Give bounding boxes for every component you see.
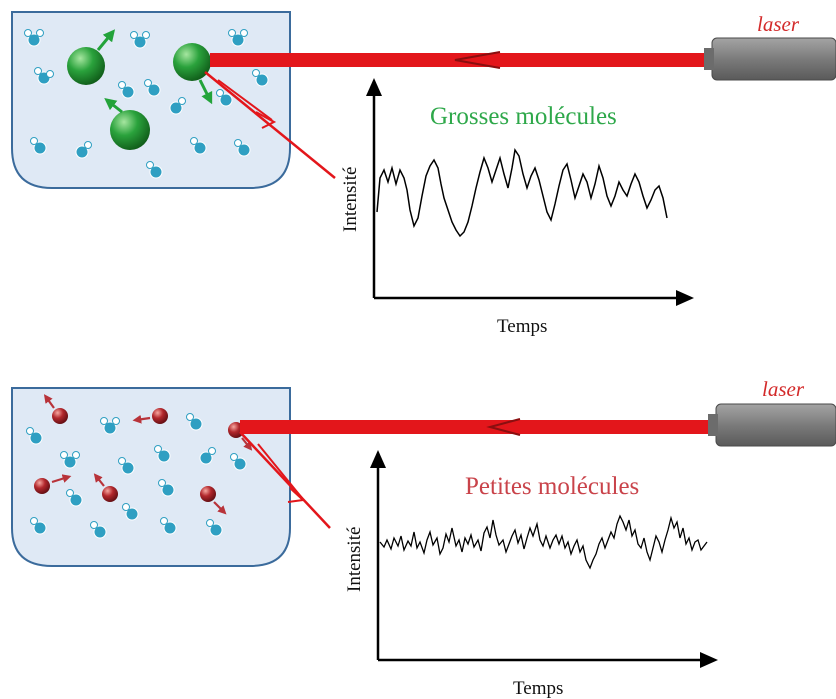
particle <box>34 478 50 494</box>
beam-direction-arrow <box>454 51 501 69</box>
particle <box>67 47 105 85</box>
y-axis-label: Intensité <box>340 167 361 232</box>
vessel <box>11 387 291 567</box>
intensity-signal <box>379 514 708 570</box>
panel-large: laser Grosses molécules Intensité Temps <box>11 11 836 337</box>
laser-device <box>711 37 836 81</box>
graph-small: Petites molécules Intensité Temps <box>344 450 718 699</box>
particle <box>110 110 150 150</box>
small-particles <box>34 394 253 515</box>
x-axis-label: Temps <box>513 678 563 699</box>
intensity-signal <box>376 148 668 238</box>
graph-large: Grosses molécules Intensité Temps <box>340 78 694 337</box>
y-axis-label: Intensité <box>344 527 365 592</box>
laser-label: laser <box>762 377 805 401</box>
particle <box>200 486 216 502</box>
laser-device <box>715 403 836 447</box>
solvent-molecules <box>26 413 247 539</box>
graph-title: Petites molécules <box>465 473 639 500</box>
beam-direction-arrow <box>486 418 521 436</box>
large-particles <box>67 29 213 150</box>
solvent-molecules <box>24 29 269 179</box>
particle <box>152 408 168 424</box>
x-axis-label: Temps <box>497 316 547 337</box>
laser-label: laser <box>757 12 800 36</box>
particle <box>173 43 211 81</box>
panel-small: laser Petites molécules Intensité Temps <box>11 377 836 699</box>
particle <box>102 486 118 502</box>
graph-title: Grosses molécules <box>430 103 617 130</box>
particle <box>52 408 68 424</box>
scattered-beam <box>239 431 331 529</box>
laser-beam <box>240 420 715 434</box>
